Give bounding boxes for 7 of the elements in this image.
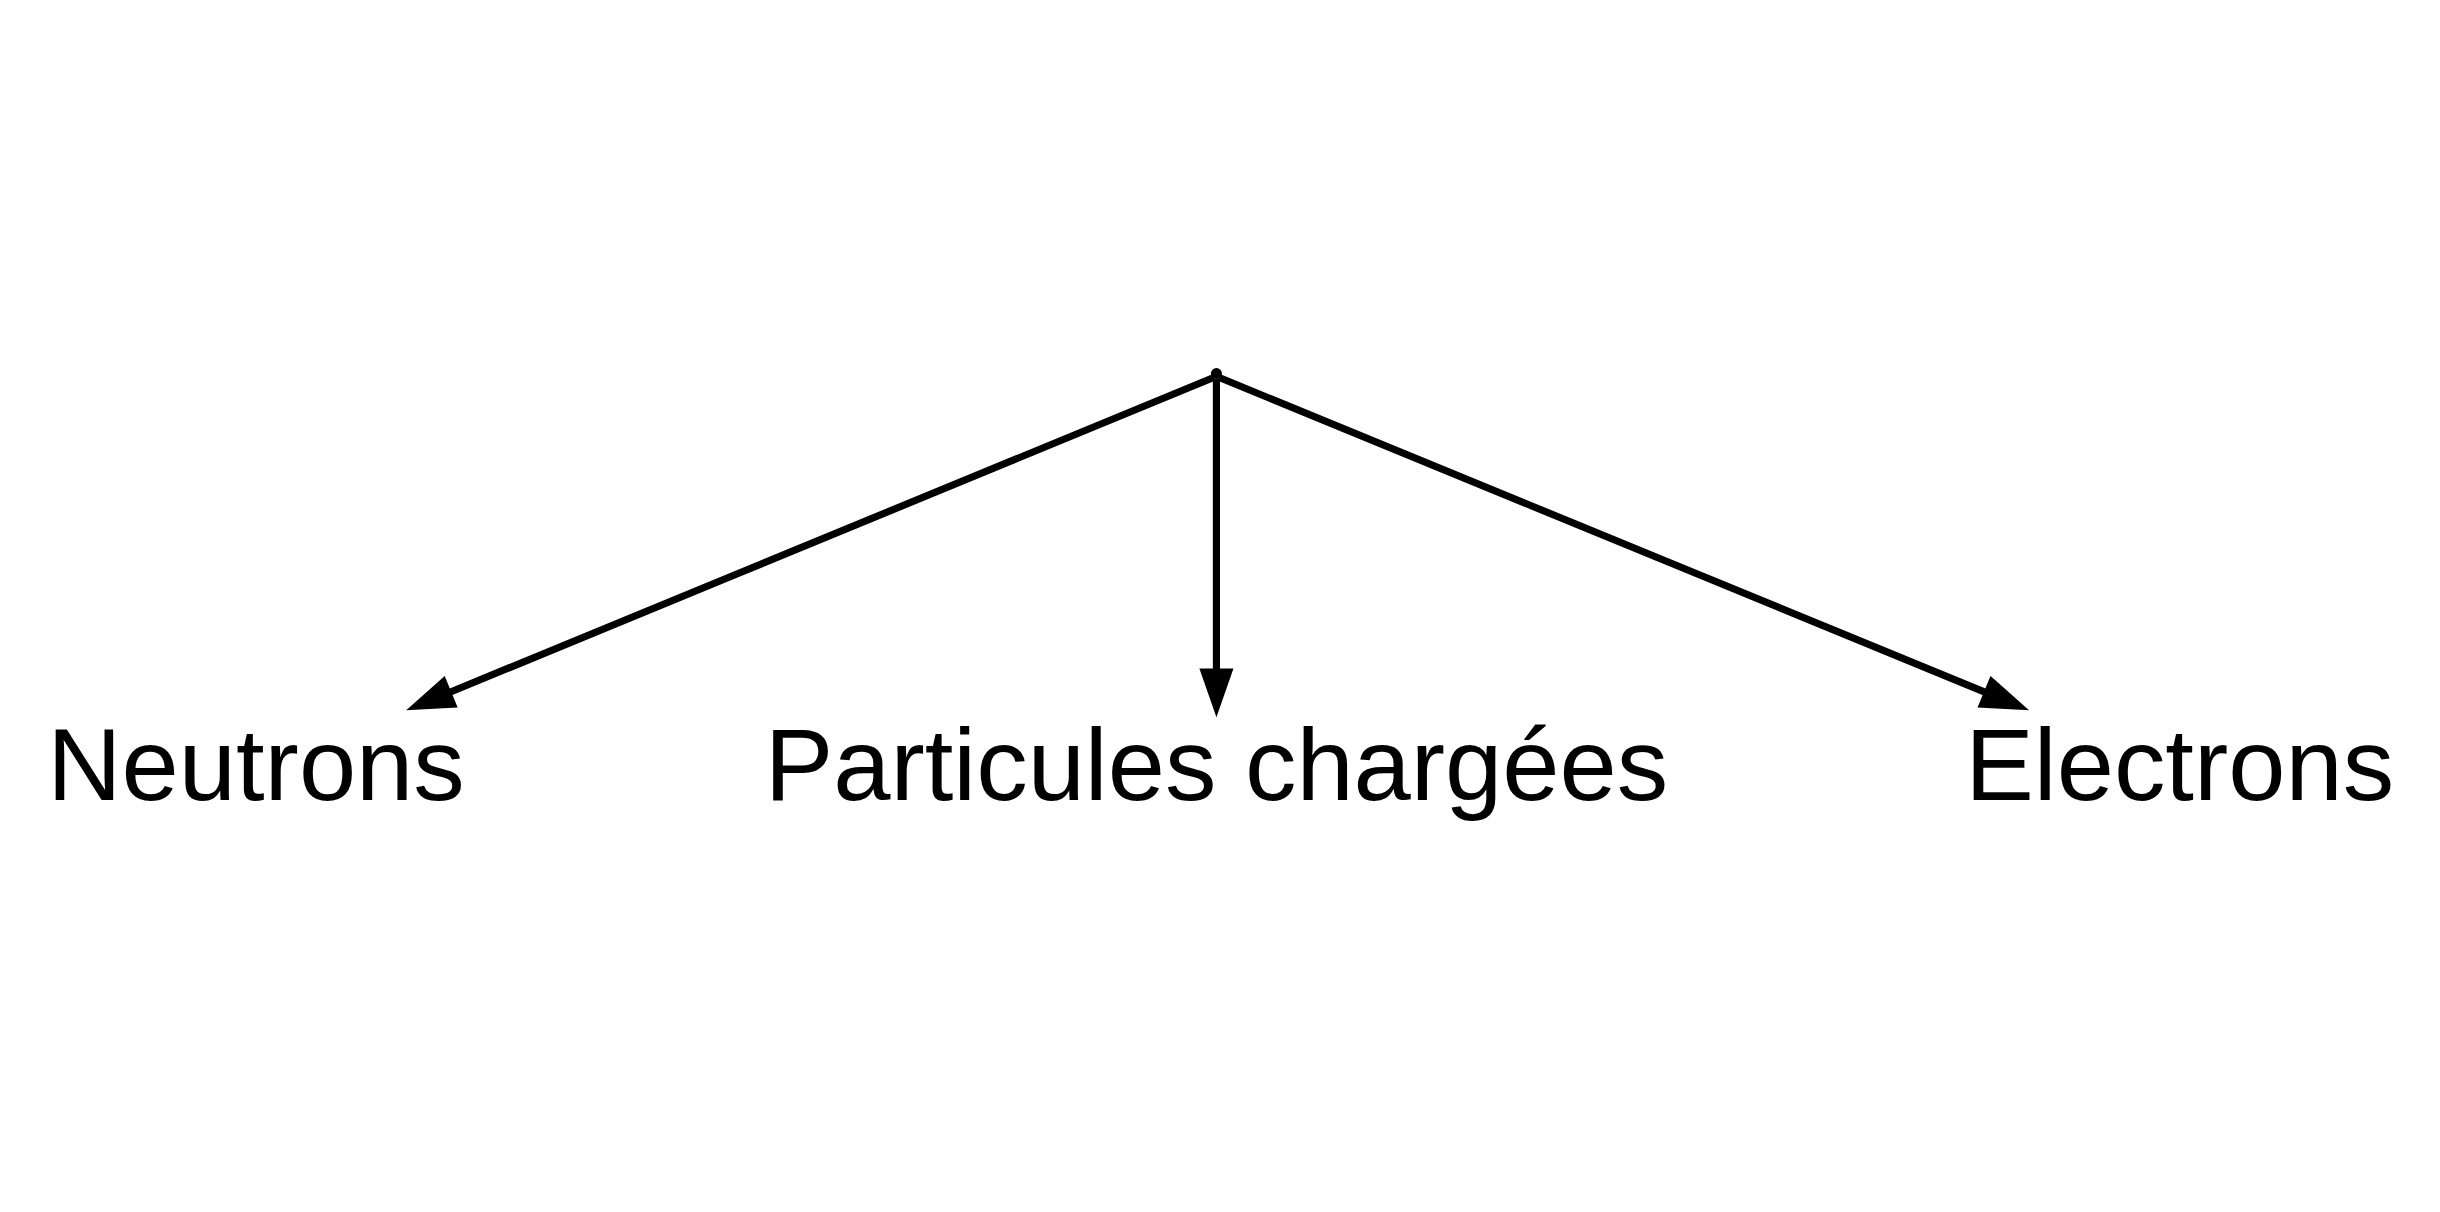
node-text: Neutrons bbox=[47, 706, 465, 822]
arrow bbox=[1199, 378, 1234, 717]
arrow bbox=[1217, 373, 2030, 710]
node-point bbox=[1210, 367, 1222, 379]
arrow bbox=[406, 373, 1216, 710]
node-text: Particules chargées bbox=[764, 706, 1669, 822]
node-text: Electrons bbox=[1965, 706, 2395, 822]
